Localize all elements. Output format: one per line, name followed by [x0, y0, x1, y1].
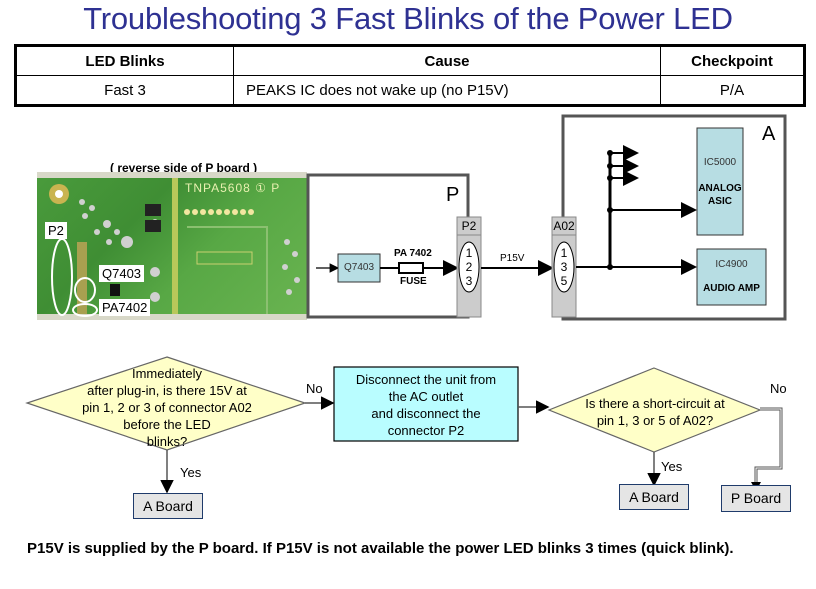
p2-pins-ellipse — [458, 241, 480, 293]
ic5000-name: ANALOG ASIC — [697, 182, 743, 208]
terminal-a-board-2: A Board — [619, 484, 689, 510]
p2-pin: 1 — [465, 246, 473, 260]
decision2-text: Is there a short-circuit at pin 1, 3 or … — [565, 395, 745, 429]
a02-connector-name: A02 — [553, 219, 575, 233]
table-row: Fast 3 PEAKS IC does not wake up (no P15… — [15, 75, 805, 106]
decision1-line: before the LED — [123, 417, 211, 432]
decision1-line: after plug-in, is there 15V at — [87, 383, 247, 398]
cell-cause: PEAKS IC does not wake up (no P15V) — [233, 75, 661, 106]
a02-pin-list: 1 3 5 — [552, 246, 576, 288]
action1-line: the AC outlet — [388, 389, 464, 404]
p-board-label: P — [446, 184, 460, 206]
arrow-decision2-no — [754, 407, 783, 485]
ic4900-name: AUDIO AMP — [703, 283, 760, 294]
ic5000-name-line1: ANALOG — [698, 183, 742, 194]
decision2-yes-label: Yes — [661, 459, 683, 474]
net-label-p15v: P15V — [500, 253, 525, 264]
ic5000-ref: IC5000 — [703, 157, 737, 168]
decision1-text: Immediately after plug-in, is there 15V … — [57, 365, 277, 450]
ic4900-box — [696, 248, 767, 306]
fuse-ref-label: PA 7402 — [394, 248, 432, 259]
decision2-no-label: No — [770, 381, 787, 396]
p2-pin-list: 1 2 3 — [457, 246, 481, 288]
p2-pin: 2 — [465, 260, 473, 274]
q7403-box — [337, 253, 381, 283]
header-checkpoint: Checkpoint — [660, 45, 805, 76]
pcb-artwork — [37, 172, 307, 320]
p2-connector-name: P2 — [461, 219, 477, 233]
a02-pin: 1 — [560, 246, 568, 260]
action1-line: Disconnect the unit from — [355, 372, 497, 387]
p-board-frame — [306, 173, 470, 319]
summary-table: LED Blinks Cause Checkpoint Fast 3 PEAKS… — [14, 44, 806, 107]
decision1-yes-label: Yes — [180, 465, 202, 480]
a02-pin: 3 — [560, 260, 568, 274]
a02-pin: 5 — [560, 274, 568, 288]
p2-pin: 3 — [465, 274, 473, 288]
decision1-line: Immediately — [131, 366, 203, 381]
ic5000-name-line2: ASIC — [708, 196, 732, 207]
decision2-line: Is there a short-circuit at — [585, 396, 725, 411]
schematic — [306, 114, 787, 321]
cell-checkpoint: P/A — [660, 75, 805, 106]
terminal-a-board-1: A Board — [133, 493, 203, 519]
photo-label-p2: P2 — [45, 222, 67, 239]
decision2-line: pin 1, 3 or 5 of A02? — [596, 413, 714, 428]
decision1-line: pin 1, 2 or 3 of connector A02 — [82, 400, 252, 415]
action1-line: connector P2 — [387, 423, 465, 438]
q7403-label: Q7403 — [343, 262, 375, 273]
pcb-photo: TNPA5608 ① P P2 Q7403 PA7402 — [37, 172, 307, 320]
page-title: Troubleshooting 3 Fast Blinks of the Pow… — [83, 1, 733, 36]
a02-pins-ellipse — [553, 241, 575, 293]
board-marking: TNPA5608 ① P — [185, 181, 281, 195]
decision1-no-label: No — [306, 381, 323, 396]
flowchart — [25, 356, 783, 494]
a-board-label: A — [762, 123, 776, 145]
footnote: P15V is supplied by the P board. If P15V… — [27, 540, 734, 557]
fuse-symbol — [398, 262, 424, 274]
action1-line: and disconnect the — [371, 406, 481, 421]
photo-label-q7403: Q7403 — [99, 265, 145, 282]
ic4900-ref: IC4900 — [715, 259, 748, 270]
decision1-line: blinks? — [146, 434, 188, 449]
action1-box — [333, 366, 519, 442]
action1-text: Disconnect the unit from the AC outlet a… — [334, 371, 518, 439]
photo-caption: ( reverse side of P board ) — [110, 161, 258, 175]
ic5000-box — [696, 127, 744, 236]
terminal-p-board: P Board — [721, 485, 791, 512]
photo-label-pa7402: PA7402 — [99, 299, 151, 316]
fuse-label: FUSE — [400, 276, 427, 287]
